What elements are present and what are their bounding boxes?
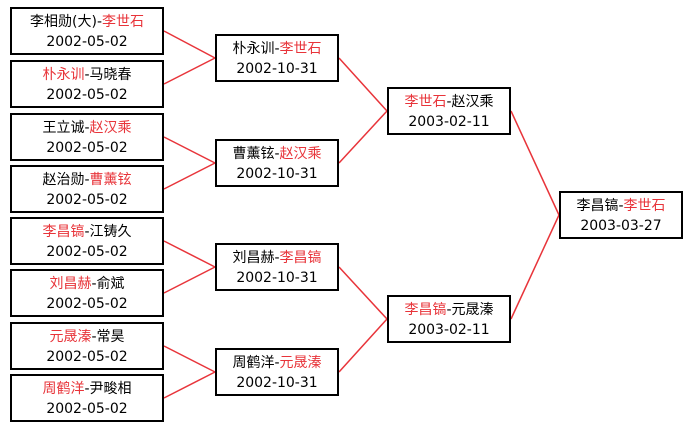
player-a: 赵治勋 — [42, 172, 85, 188]
player-a: 周鹤洋 — [232, 355, 275, 371]
match-players: 李昌镐-李世石 — [576, 198, 666, 214]
match-box-r1-5: 李昌镐-江铸久 2002-05-02 — [10, 217, 164, 265]
player-b: 李昌镐 — [279, 250, 322, 266]
player-b: 元晟溱 — [279, 355, 322, 371]
match-players: 李相勋(大)-李世石 — [30, 14, 144, 30]
connector-line — [338, 110, 388, 164]
match-players: 赵治勋-曹薰铉 — [42, 172, 132, 188]
match-date: 2002-05-02 — [46, 349, 128, 365]
match-players: 李昌镐-江铸久 — [42, 224, 132, 240]
connector-line — [510, 214, 560, 320]
match-box-r1-2: 朴永训-马晓春 2002-05-02 — [10, 60, 164, 108]
player-b: 李世石 — [623, 198, 666, 214]
match-players: 曹薰铉-赵汉乘 — [232, 146, 322, 162]
match-box-r3-1: 李世石-赵汉乘 2003-02-11 — [387, 87, 511, 135]
player-a: 曹薰铉 — [232, 146, 275, 162]
player-a: 李昌镐 — [42, 224, 85, 240]
connector-line — [163, 30, 216, 59]
match-date: 2002-05-02 — [46, 296, 128, 312]
connector-line — [338, 57, 388, 112]
player-a: 周鹤洋 — [42, 381, 85, 397]
player-b: 赵汉乘 — [451, 94, 494, 110]
match-date: 2002-10-31 — [236, 166, 318, 182]
connector-line — [510, 110, 560, 216]
match-players: 李昌镐-元晟溱 — [404, 302, 494, 318]
player-a: 王立诚 — [42, 120, 85, 136]
match-box-r1-4: 赵治勋-曹薰铉 2002-05-02 — [10, 165, 164, 213]
player-b: 江铸久 — [89, 224, 132, 240]
player-b: 常昊 — [96, 329, 125, 345]
match-date: 2002-05-02 — [46, 140, 128, 156]
match-box-r2-2: 曹薰铉-赵汉乘 2002-10-31 — [215, 139, 339, 187]
connector-line — [338, 266, 388, 320]
player-b: 李世石 — [279, 41, 322, 57]
player-b: 马晓春 — [89, 67, 132, 83]
player-a: 李昌镐 — [576, 198, 619, 214]
match-players: 刘昌赫-李昌镐 — [232, 250, 322, 266]
player-b: 元晟溱 — [451, 302, 494, 318]
match-players: 朴永训-马晓春 — [42, 67, 132, 83]
match-box-r2-4: 周鹤洋-元晟溱 2002-10-31 — [215, 348, 339, 396]
match-box-r1-1: 李相勋(大)-李世石 2002-05-02 — [10, 7, 164, 55]
match-date: 2002-05-02 — [46, 34, 128, 50]
match-players: 王立诚-赵汉乘 — [42, 120, 132, 136]
connector-line — [163, 240, 216, 268]
player-b: 俞斌 — [96, 276, 125, 292]
match-box-r1-8: 周鹤洋-尹畯相 2002-05-02 — [10, 374, 164, 422]
player-a: 刘昌赫 — [49, 276, 92, 292]
match-players: 朴永训-李世石 — [232, 41, 322, 57]
player-b: 赵汉乘 — [279, 146, 322, 162]
match-players: 周鹤洋-元晟溱 — [232, 355, 322, 371]
player-b: 尹畯相 — [89, 381, 132, 397]
match-date: 2003-02-11 — [408, 114, 490, 130]
connector-line — [163, 371, 216, 399]
connector-line — [338, 318, 388, 373]
connector-line — [163, 162, 216, 190]
match-date: 2002-10-31 — [236, 270, 318, 286]
match-box-r1-6: 刘昌赫-俞斌 2002-05-02 — [10, 269, 164, 317]
match-players: 李世石-赵汉乘 — [404, 94, 494, 110]
player-a: 元晟溱 — [49, 329, 92, 345]
match-box-final: 李昌镐-李世石 2003-03-27 — [559, 191, 683, 239]
player-a: 朴永训 — [42, 67, 85, 83]
player-a: 李相勋(大) — [30, 14, 97, 30]
match-date: 2002-05-02 — [46, 87, 128, 103]
match-box-r2-1: 朴永训-李世石 2002-10-31 — [215, 34, 339, 82]
player-b: 李世石 — [102, 14, 144, 30]
connector-line — [163, 345, 216, 373]
match-players: 刘昌赫-俞斌 — [49, 276, 125, 292]
connector-line — [163, 57, 216, 85]
match-date: 2003-03-27 — [580, 218, 662, 234]
match-date: 2002-10-31 — [236, 61, 318, 77]
player-a: 刘昌赫 — [232, 250, 275, 266]
connector-line — [163, 136, 216, 164]
match-box-r2-3: 刘昌赫-李昌镐 2002-10-31 — [215, 243, 339, 291]
player-a: 李昌镐 — [404, 302, 447, 318]
match-players: 周鹤洋-尹畯相 — [42, 381, 132, 397]
match-box-r1-7: 元晟溱-常昊 2002-05-02 — [10, 322, 164, 370]
match-date: 2003-02-11 — [408, 322, 490, 338]
connector-line — [163, 266, 216, 294]
match-date: 2002-05-02 — [46, 244, 128, 260]
player-b: 赵汉乘 — [89, 120, 132, 136]
player-a: 朴永训 — [232, 41, 275, 57]
match-date: 2002-10-31 — [236, 375, 318, 391]
match-box-r3-2: 李昌镐-元晟溱 2003-02-11 — [387, 295, 511, 343]
match-players: 元晟溱-常昊 — [49, 329, 125, 345]
player-a: 李世石 — [404, 94, 447, 110]
match-date: 2002-05-02 — [46, 401, 128, 417]
match-box-r1-3: 王立诚-赵汉乘 2002-05-02 — [10, 113, 164, 161]
player-b: 曹薰铉 — [89, 172, 132, 188]
match-date: 2002-05-02 — [46, 192, 128, 208]
